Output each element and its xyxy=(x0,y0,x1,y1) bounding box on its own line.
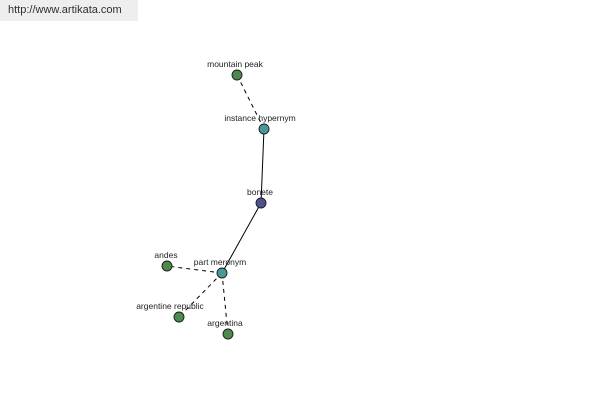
edge-part-meronym-to-andes xyxy=(166,265,223,274)
node-mountain-peak[interactable] xyxy=(231,69,243,81)
edge-part-meronym-to-argentina xyxy=(221,272,229,335)
edge-layer xyxy=(166,74,265,335)
edge-instance-hypernym-to-mountain-peak xyxy=(236,74,265,130)
edge-bonete-to-instance-hypernym xyxy=(260,128,265,204)
edge-part-meronym-to-argentine-republic xyxy=(178,272,223,318)
node-argentina[interactable] xyxy=(222,328,234,340)
node-label-argentine-republic: argentine republic xyxy=(136,301,204,311)
node-label-andes: andes xyxy=(154,250,177,260)
node-label-part-meronym: part meronym xyxy=(194,257,246,267)
node-bonete[interactable] xyxy=(255,197,267,209)
node-part-meronym[interactable] xyxy=(216,267,228,279)
node-argentine-republic[interactable] xyxy=(173,311,185,323)
node-label-mountain-peak: mountain peak xyxy=(207,59,264,69)
node-label-argentina: argentina xyxy=(207,318,243,328)
node-layer xyxy=(161,69,270,340)
node-instance-hypernym[interactable] xyxy=(258,123,270,135)
site-url-text: http://www.artikata.com xyxy=(8,4,122,16)
edge-bonete-to-part-meronym xyxy=(221,202,262,274)
node-label-instance-hypernym: instance hypernym xyxy=(224,113,295,123)
node-andes[interactable] xyxy=(161,260,173,272)
label-layer: bonete instance hypernym part meronym mount… xyxy=(136,59,295,328)
node-label-bonete: bonete xyxy=(247,187,273,197)
site-url-banner: http://www.artikata.com xyxy=(0,0,138,21)
